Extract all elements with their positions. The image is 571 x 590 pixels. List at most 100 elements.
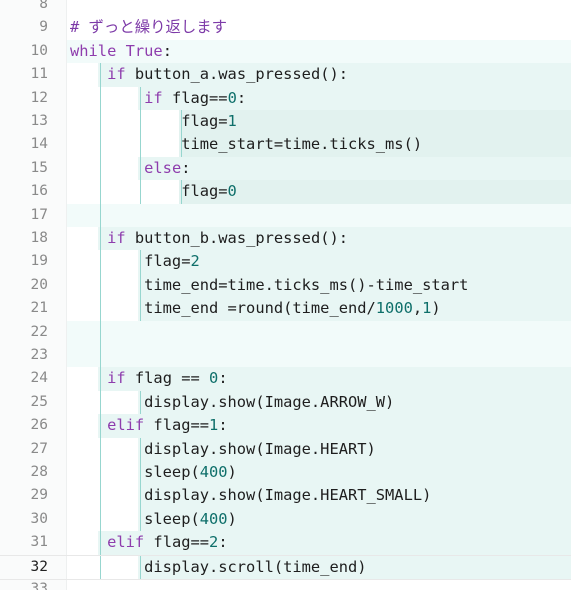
indent-guide (140, 110, 142, 134)
code-line-23[interactable]: 23 (0, 344, 571, 368)
code-text[interactable]: display.show(Image.HEART_SMALL) (70, 486, 432, 505)
code-line-26[interactable]: 26 elif flag==1: (0, 414, 571, 438)
line-number: 11 (30, 66, 48, 83)
code-text[interactable]: if flag==0: (144, 88, 247, 107)
indent-guide (99, 320, 101, 344)
code-text[interactable]: time_end=time.ticks_ms()-time_start (70, 275, 469, 294)
code-text[interactable]: display.show(Image.ARROW_W) (70, 392, 395, 411)
block-shading (97, 531, 571, 555)
code-line-18[interactable]: 18 if button_b.was_pressed(): (0, 227, 571, 251)
line-number: 17 (30, 206, 48, 223)
code-line-32[interactable]: 32 display.scroll(time_end) (0, 554, 571, 580)
line-number: 30 (30, 510, 48, 527)
indent-guide (140, 297, 142, 321)
indent-guide (99, 273, 101, 298)
block-shading (67, 39, 571, 64)
code-text[interactable]: sleep(400) (70, 509, 237, 528)
indent-guide (140, 461, 142, 485)
code-line-33[interactable]: 33 (0, 578, 571, 590)
block-shading (178, 180, 571, 204)
indent-guide (99, 414, 101, 438)
code-line-12[interactable]: 12 if flag==0: (0, 86, 571, 110)
code-line-13[interactable]: 13 flag=1 (0, 110, 571, 134)
code-line-8[interactable]: 8 (0, 0, 571, 16)
line-number: 22 (30, 323, 48, 340)
indent-guide (99, 367, 101, 391)
code-line-20[interactable]: 20 time_end=time.ticks_ms()-time_start (0, 273, 571, 298)
block-shading (97, 367, 571, 391)
block-shading (67, 320, 571, 344)
code-text[interactable]: display.show(Image.HEART) (70, 439, 376, 458)
code-text[interactable]: sleep(400) (70, 463, 237, 481)
indent-guide (99, 227, 101, 251)
code-line-28[interactable]: 28 sleep(400) (0, 461, 571, 485)
indent-guide (99, 531, 101, 555)
indent-guide (99, 133, 101, 157)
code-line-14[interactable]: 14 time_start=time.ticks_ms() (0, 133, 571, 157)
line-number: 27 (30, 440, 48, 457)
code-text[interactable]: else: (144, 158, 191, 177)
code-text[interactable]: if button_a.was_pressed(): (107, 65, 349, 84)
block-shading (138, 390, 571, 415)
code-line-16[interactable]: 16 flag=0 (0, 180, 571, 204)
block-shading (178, 110, 571, 134)
code-text[interactable]: elif flag==1: (107, 416, 228, 435)
indent-guide (99, 110, 101, 134)
code-line-15[interactable]: 15 else: (0, 156, 571, 181)
indent-guide (99, 461, 101, 485)
block-shading (138, 297, 571, 321)
indent-guide (140, 484, 142, 508)
code-line-19[interactable]: 19 flag=2 (0, 250, 571, 274)
code-text[interactable]: flag=2 (70, 252, 200, 271)
code-text[interactable]: flag=1 (70, 112, 237, 130)
code-text[interactable]: elif flag==2: (107, 533, 228, 552)
indent-guide (99, 507, 101, 532)
line-number-gutter (0, 0, 67, 590)
block-shading (67, 344, 571, 368)
code-text[interactable]: if flag == 0: (107, 369, 228, 388)
indent-guide (180, 110, 182, 134)
line-number: 14 (30, 136, 48, 153)
code-text[interactable]: time_end =round(time_end/1000,1) (70, 299, 441, 318)
line-number: 26 (30, 417, 48, 434)
line-number: 13 (30, 113, 48, 129)
indent-guide (180, 133, 182, 157)
code-line-29[interactable]: 29 display.show(Image.HEART_SMALL) (0, 484, 571, 508)
code-text[interactable]: while True: (70, 41, 172, 60)
line-number: 20 (30, 276, 48, 293)
code-line-25[interactable]: 25 display.show(Image.ARROW_W) (0, 390, 571, 415)
code-line-11[interactable]: 11 if button_a.was_pressed(): (0, 63, 571, 87)
line-number: 28 (30, 464, 48, 480)
line-number: 31 (30, 534, 48, 551)
code-line-21[interactable]: 21 time_end =round(time_end/1000,1) (0, 297, 571, 321)
code-text[interactable]: time_start=time.ticks_ms() (70, 135, 423, 154)
code-line-24[interactable]: 24 if flag == 0: (0, 367, 571, 391)
block-shading (138, 555, 571, 579)
indent-guide (99, 86, 101, 110)
code-line-9[interactable]: 9# ずっと繰り返します (0, 16, 571, 39)
indent-guide (99, 555, 101, 579)
code-text[interactable]: if button_b.was_pressed(): (107, 229, 349, 247)
indent-guide (140, 180, 142, 204)
block-shading (97, 414, 571, 438)
code-line-27[interactable]: 27 display.show(Image.HEART) (0, 437, 571, 461)
line-number: 19 (30, 253, 48, 270)
code-line-17[interactable]: 17 (0, 203, 571, 227)
indent-guide (140, 437, 142, 461)
block-shading (67, 203, 571, 227)
code-text[interactable]: # ずっと繰り返します (70, 18, 228, 37)
code-line-30[interactable]: 30 sleep(400) (0, 507, 571, 532)
indent-guide (99, 390, 101, 415)
indent-guide (99, 156, 101, 181)
indent-guide (180, 180, 182, 204)
code-text[interactable]: flag=0 (70, 182, 237, 201)
code-line-22[interactable]: 22 (0, 320, 571, 344)
indent-guide (140, 86, 142, 110)
code-line-31[interactable]: 31 elif flag==2: (0, 531, 571, 555)
line-number: 15 (30, 159, 48, 176)
block-shading (138, 273, 571, 298)
code-text[interactable]: display.scroll(time_end) (70, 557, 367, 576)
indent-guide (99, 437, 101, 461)
